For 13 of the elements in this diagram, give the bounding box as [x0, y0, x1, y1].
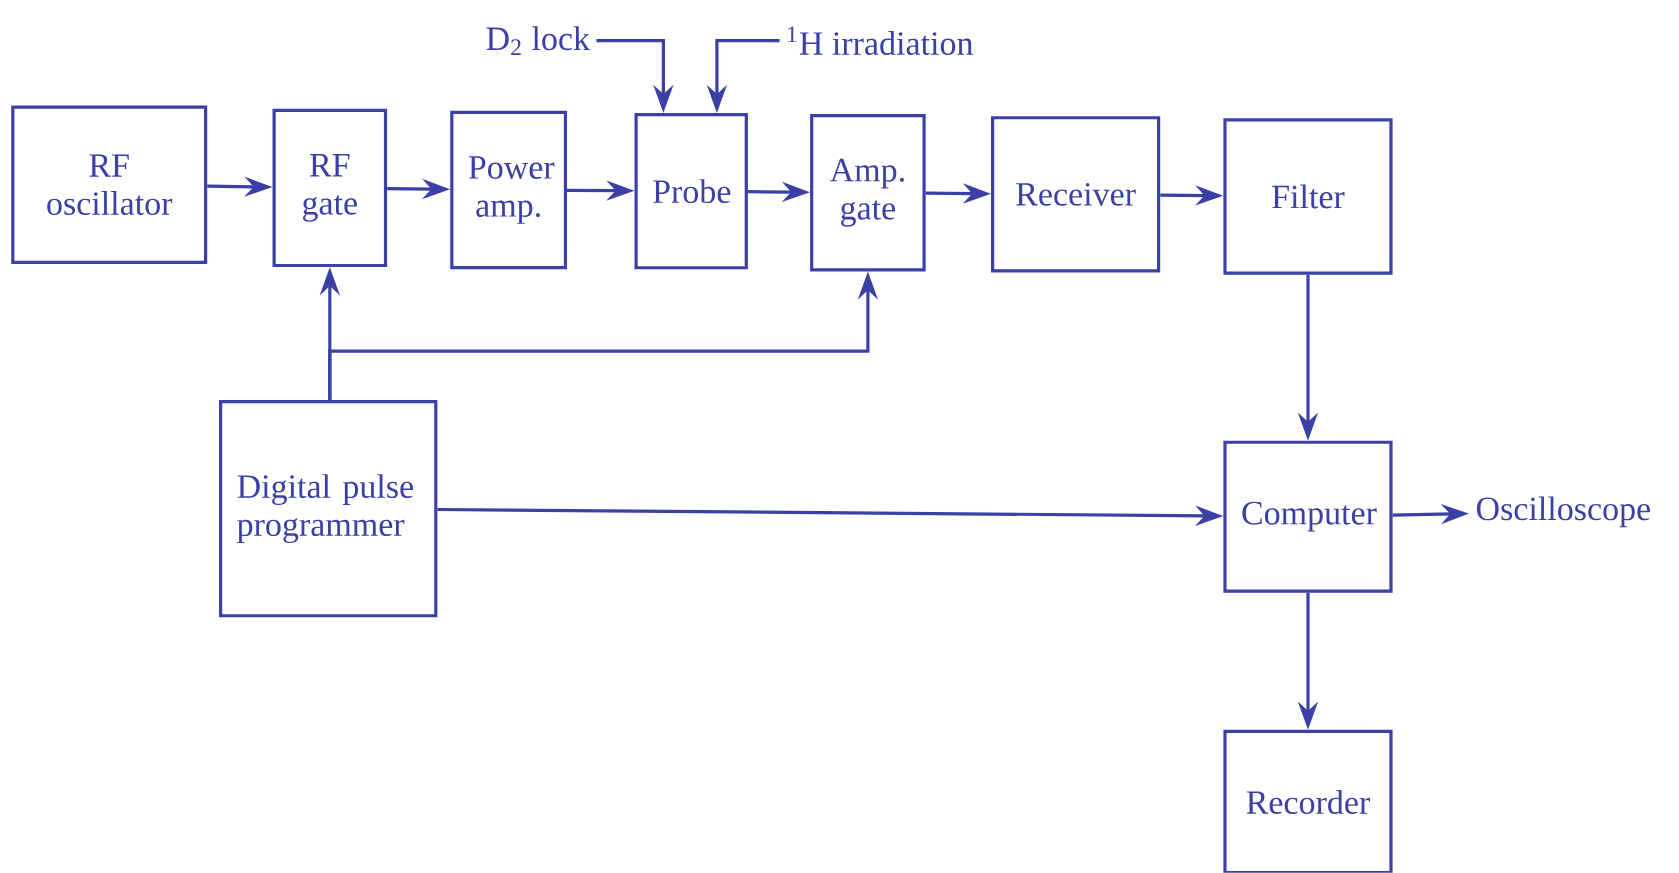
block-box: Recorder	[1223, 729, 1393, 873]
block-box: Power amp.	[450, 111, 568, 270]
block-box: RF gate	[272, 108, 388, 268]
signal-label: $^{1}$H irradiation	[788, 26, 973, 56]
block-box: Amp. gate	[810, 114, 926, 272]
signal-label: Oscilloscope	[1476, 496, 1650, 528]
block-box: Probe	[634, 113, 748, 270]
block-box: Filter	[1223, 118, 1393, 275]
block-box: Digital pulse programmer	[219, 400, 438, 618]
block-box: RF oscillator	[11, 105, 208, 265]
block-box: Computer	[1223, 440, 1393, 593]
signal-label: D$_{2}$ lock	[486, 26, 591, 56]
block-box: Receiver	[991, 116, 1161, 273]
